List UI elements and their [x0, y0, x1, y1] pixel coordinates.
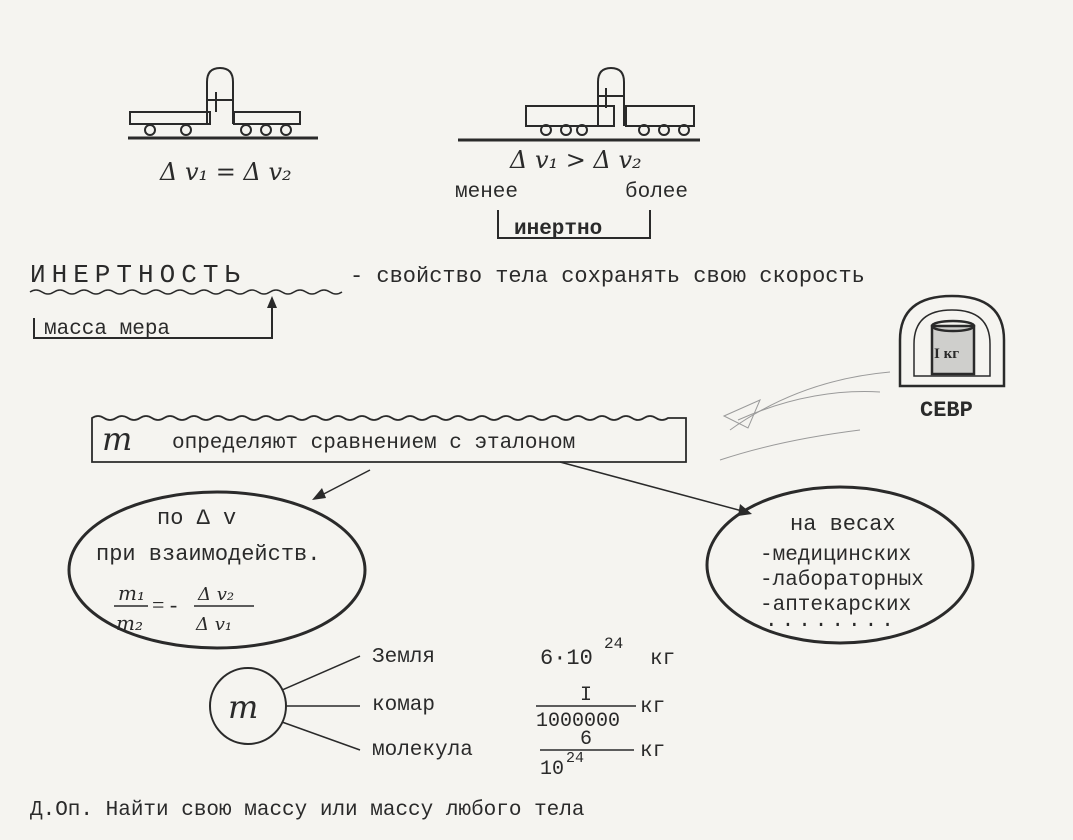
inert-bracket — [497, 210, 651, 239]
right-oval-item: -медицинских — [760, 544, 911, 567]
spring-holder — [206, 66, 234, 124]
cart-right-body — [625, 105, 695, 127]
right-oval-item: -аптекарских — [760, 594, 911, 617]
wheel — [638, 124, 650, 136]
molecule-den: 10 — [540, 758, 564, 781]
earth-unit: кг — [650, 648, 675, 671]
homework-line: Д.Оп. Найти свою массу или массу любого … — [30, 799, 585, 822]
wheel — [576, 124, 588, 136]
label-more: более — [625, 181, 688, 204]
spring-holder — [597, 66, 625, 126]
left-oval-line1: по Δ v — [157, 506, 236, 531]
mass-symbol: m — [102, 420, 132, 458]
etalon-label: СЕВР — [920, 398, 973, 423]
definition-text: - свойство тела сохранять свою скорость — [350, 264, 865, 289]
wheel — [678, 124, 690, 136]
frac-left-num: m₁ — [118, 581, 145, 605]
label-less: менее — [455, 181, 518, 204]
etalon-weight: I кг — [934, 346, 959, 362]
molecule-den-exponent: 24 — [566, 750, 584, 767]
wheel — [560, 124, 572, 136]
label-inert: инертно — [514, 218, 602, 241]
frac-eq: = - — [152, 592, 177, 617]
cart-left-body — [525, 105, 615, 127]
wheel — [280, 124, 292, 136]
kilogram-cylinder — [930, 324, 976, 376]
formula-equal: Δ v₁ = Δ v₂ — [159, 158, 292, 186]
mass-box-text: определяют сравнением с эталоном — [172, 432, 575, 455]
left-oval — [67, 490, 367, 650]
wheel — [260, 124, 272, 136]
label-mass-measure: масса мера — [44, 318, 170, 341]
right-oval — [705, 485, 975, 645]
arrow-to-right-oval — [559, 461, 747, 513]
right-oval-title: на весах — [790, 512, 896, 537]
mosquito-num: I — [580, 684, 592, 707]
mass-box-frame — [91, 415, 687, 463]
arrow-head — [312, 488, 326, 500]
wheel — [144, 124, 156, 136]
left-oval-line2: при взаимодейств. — [96, 542, 320, 567]
formula-greater: Δ v₁ > Δ v₂ — [509, 146, 642, 174]
frac-right-num: Δ v₂ — [197, 584, 234, 605]
cylinder-top — [930, 319, 976, 333]
molecule-num: 6 — [580, 728, 592, 751]
mosquito-unit: кг — [640, 696, 665, 719]
mass-branches — [281, 655, 361, 751]
cart-right-body — [233, 111, 301, 125]
cart-left-body — [129, 111, 211, 125]
term-inertia: ИНЕРТНОСТЬ — [30, 260, 246, 290]
bell-jar-outer — [898, 294, 1006, 388]
frac-left-den: m₂ — [116, 611, 143, 635]
mass-circle-symbol: m — [228, 688, 258, 726]
arrow-head — [267, 296, 277, 308]
wheel — [658, 124, 670, 136]
molecule-unit: кг — [640, 740, 665, 763]
arrow-to-left-oval — [315, 469, 371, 499]
bell-jar-inner — [913, 309, 991, 377]
pencil-scribble — [719, 371, 891, 461]
frac-right-den: Δ v₁ — [195, 614, 232, 635]
wheel — [540, 124, 552, 136]
example-name-molecule: молекула — [372, 739, 473, 762]
example-name-mosquito: комар — [372, 694, 435, 717]
mosquito-den: 1000000 — [536, 710, 620, 733]
right-oval-dots: ........ — [765, 610, 898, 633]
wavy-underline — [29, 289, 343, 295]
wheel — [180, 124, 192, 136]
earth-value: 6·10 — [540, 646, 593, 671]
wheel — [240, 124, 252, 136]
cart-figure-left — [128, 66, 318, 140]
example-name-earth: Земля — [372, 646, 435, 669]
right-oval-item: -лабораторных — [760, 569, 924, 592]
earth-exponent: 24 — [604, 635, 623, 653]
etalon-icon — [898, 294, 1006, 388]
mass-measure-bracket — [33, 300, 273, 339]
cart-figure-right — [458, 66, 700, 142]
